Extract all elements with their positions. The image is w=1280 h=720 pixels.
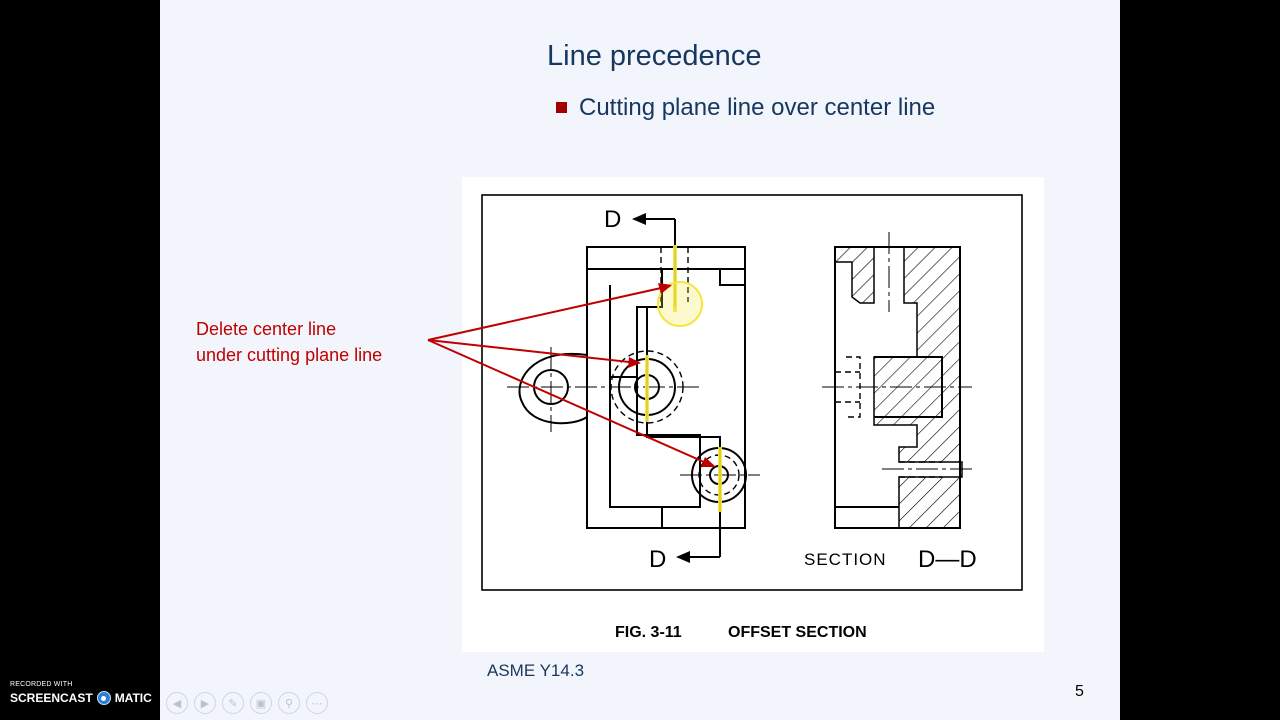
- watermark-brand-left: SCREENCAST: [10, 691, 93, 705]
- more-icon[interactable]: ⋯: [306, 692, 328, 714]
- play-icon[interactable]: ▶: [194, 692, 216, 714]
- callout-line-2: under cutting plane line: [196, 345, 383, 365]
- bullet-item: Cutting plane line over center line: [556, 94, 935, 122]
- watermark-brand: SCREENCAST MATIC: [10, 691, 152, 705]
- watermark-caption: RECORDED WITH: [10, 681, 73, 688]
- section-letters: D—D: [918, 546, 977, 573]
- figure-caption-title: OFFSET SECTION: [728, 624, 867, 641]
- source-citation: ASME Y14.3: [487, 661, 585, 680]
- cutting-plane-label-top: D: [604, 206, 621, 233]
- cutting-plane-label-bottom: D: [649, 546, 666, 573]
- bullet-text: Cutting plane line over center line: [579, 94, 936, 121]
- pen-icon[interactable]: ✎: [222, 692, 244, 714]
- back-icon[interactable]: ◀: [166, 692, 188, 714]
- slide-title: Line precedence: [547, 40, 762, 72]
- cursor-highlight: [657, 281, 703, 327]
- slide-number: 5: [1075, 683, 1084, 700]
- callout-note: Delete center line under cutting plane l…: [196, 316, 382, 368]
- layers-icon[interactable]: ▣: [250, 692, 272, 714]
- watermark-brand-right: MATIC: [114, 691, 152, 705]
- offset-section-drawing: D D SECT: [481, 194, 1023, 641]
- recorder-watermark: RECORDED WITH SCREENCAST MATIC: [10, 681, 152, 705]
- bullet-square-icon: [556, 102, 567, 114]
- slide: Line precedence Cutting plane line over …: [160, 0, 1120, 720]
- player-controls: ◀ ▶ ✎ ▣ ⚲ ⋯: [166, 692, 328, 714]
- figure-caption-number: FIG. 3-11: [615, 624, 682, 641]
- figure-panel: D D SECT: [462, 177, 1044, 652]
- callout-line-1: Delete center line: [196, 319, 337, 339]
- zoom-icon[interactable]: ⚲: [278, 692, 300, 714]
- section-label: SECTION: [804, 550, 887, 569]
- record-dot-icon: [96, 691, 111, 705]
- section-view: [822, 232, 972, 529]
